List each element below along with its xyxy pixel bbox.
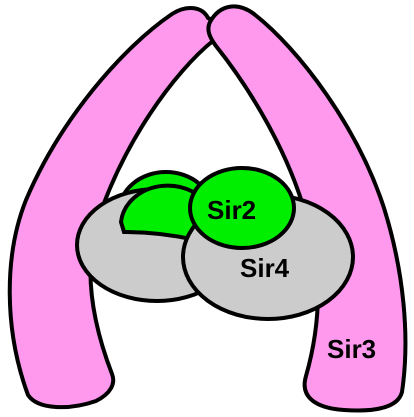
sir4-label: Sir4 [240, 253, 290, 283]
sir2-label: Sir2 [207, 195, 256, 225]
sir3-label: Sir3 [327, 334, 376, 364]
